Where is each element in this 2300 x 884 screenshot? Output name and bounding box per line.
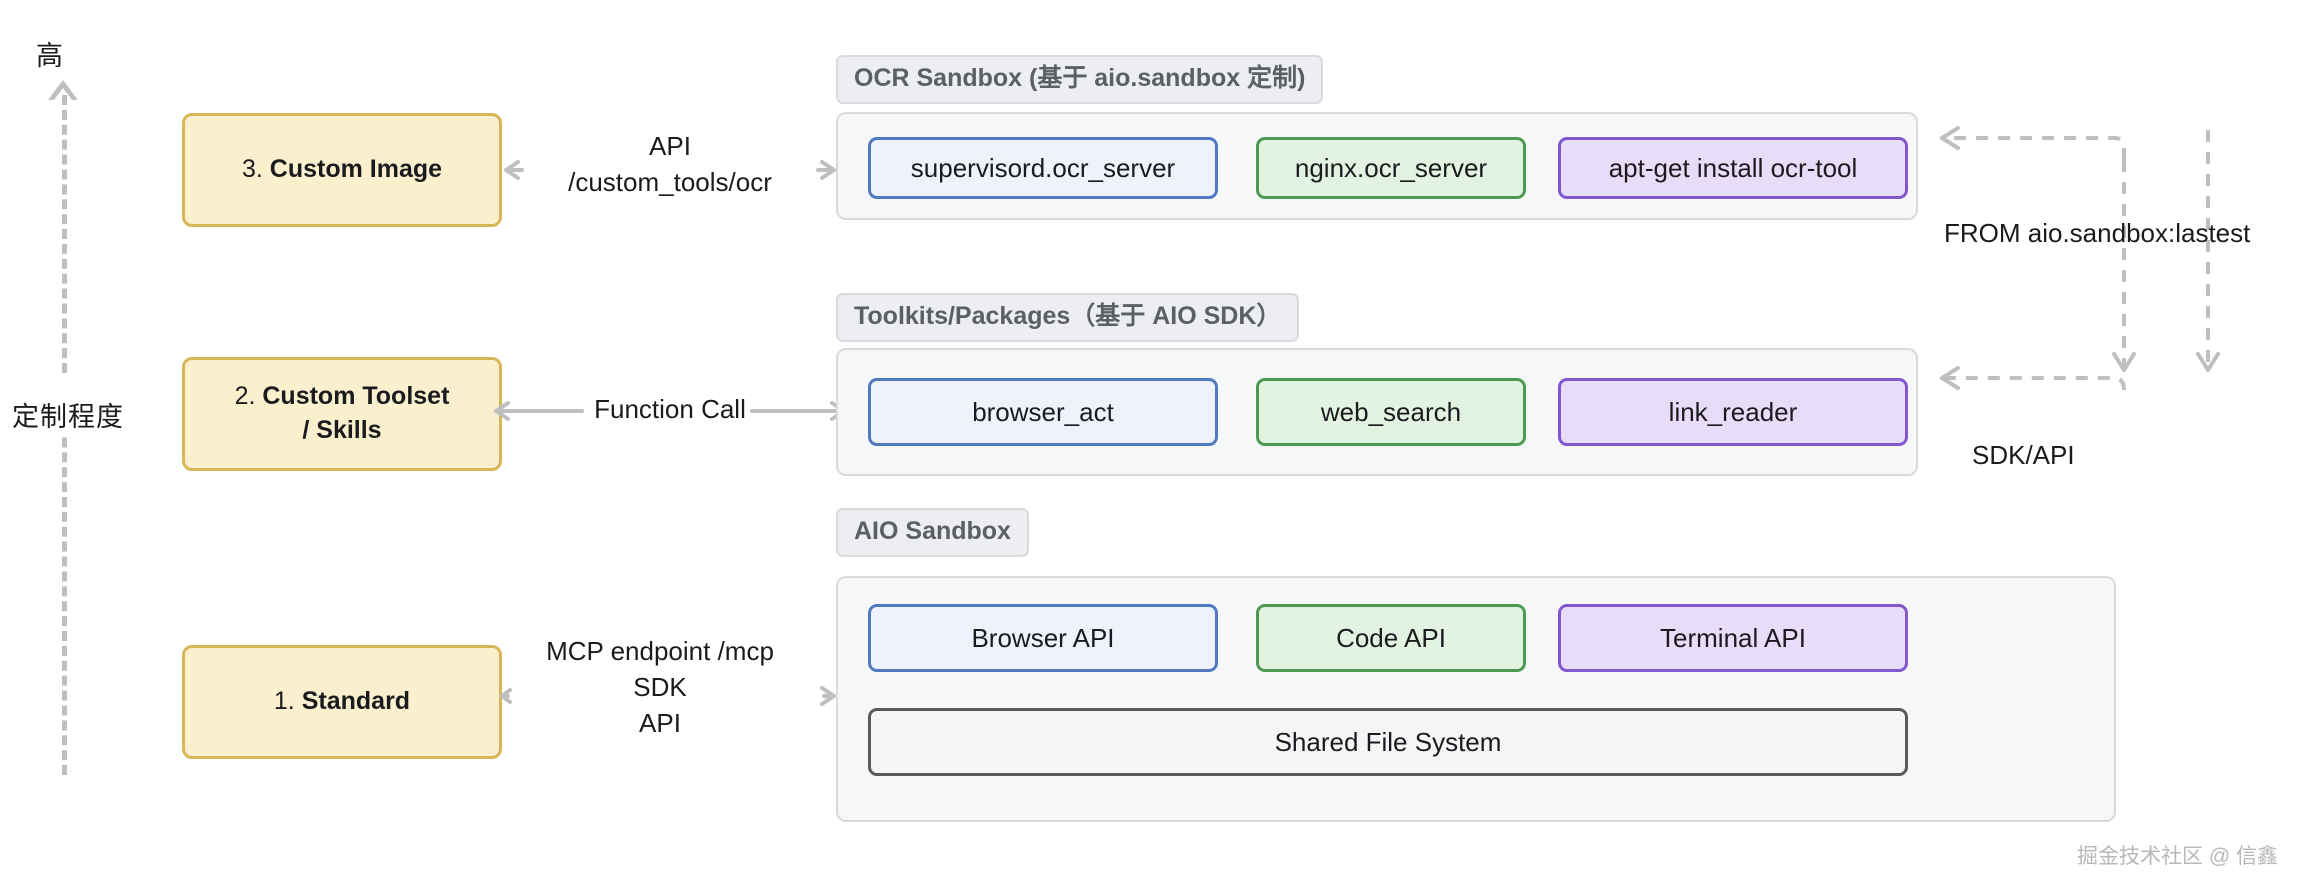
label-from-image: FROM aio.sandbox:lastest — [1944, 218, 2251, 248]
group-title-toolkits-packages: Toolkits/Packages（基于 AIO SDK） — [836, 293, 1300, 343]
connector-arrow-custom-toolset — [494, 401, 846, 421]
service-box-link-reader[interactable]: link_reader — [1558, 378, 1908, 446]
label-sdk-api: SDK/API — [1972, 440, 2075, 470]
level-box-custom-toolset[interactable]: 2. Custom Toolset / Skills — [182, 357, 502, 471]
watermark: 掘金技术社区 @ 信鑫 — [2077, 845, 2278, 868]
connector-arrow-custom-image — [504, 160, 836, 180]
connector-label-custom-toolset: Function Call — [594, 394, 746, 424]
connector-arrow-standard — [500, 686, 836, 706]
dependency-flow-arrows — [1940, 126, 2220, 391]
service-box-web-search[interactable]: web_search — [1256, 378, 1526, 446]
service-box-code-api[interactable]: Code API — [1256, 604, 1526, 672]
service-box-apt-get-install-ocr-tool[interactable]: apt-get install ocr-tool — [1558, 137, 1908, 199]
service-box-supervisord-ocr-server[interactable]: supervisord.ocr_server — [868, 137, 1218, 199]
group-title-ocr-sandbox: OCR Sandbox (基于 aio.sandbox 定制) — [836, 55, 1324, 105]
level-box-standard[interactable]: 1. Standard — [182, 645, 502, 759]
service-box-browser-api[interactable]: Browser API — [868, 604, 1218, 672]
sdk-api-arrow — [2196, 130, 2220, 372]
level-name: Custom Image — [269, 155, 443, 184]
axis-label-backdrop — [10, 378, 120, 436]
axis-side-label: 定制程度 — [12, 402, 124, 432]
toolkits-dependency-arrow — [1940, 366, 2126, 391]
group-title-aio-sandbox: AIO Sandbox — [836, 508, 1029, 558]
service-box-terminal-api[interactable]: Terminal API — [1558, 604, 1908, 672]
connector-label-standard: MCP endpoint /mcp SDK API — [546, 636, 774, 738]
up-arrow-icon — [48, 80, 78, 100]
axis-top-label: 高 — [36, 41, 64, 71]
level-number: 1. — [273, 687, 295, 716]
level-box-custom-image[interactable]: 3. Custom Image — [182, 113, 502, 227]
level-number: 3. — [241, 155, 263, 184]
service-box-shared-file-system[interactable]: Shared File System — [868, 708, 1908, 776]
service-box-browser-act[interactable]: browser_act — [868, 378, 1218, 446]
connector-label-custom-image: API /custom_tools/ocr — [568, 131, 772, 197]
level-name: Standard — [301, 687, 411, 716]
from-image-arrow — [1940, 126, 2136, 372]
level-number: 2. — [234, 382, 256, 411]
level-name: Custom Toolset / Skills — [262, 382, 450, 444]
service-box-nginx-ocr-server[interactable]: nginx.ocr_server — [1256, 137, 1526, 199]
